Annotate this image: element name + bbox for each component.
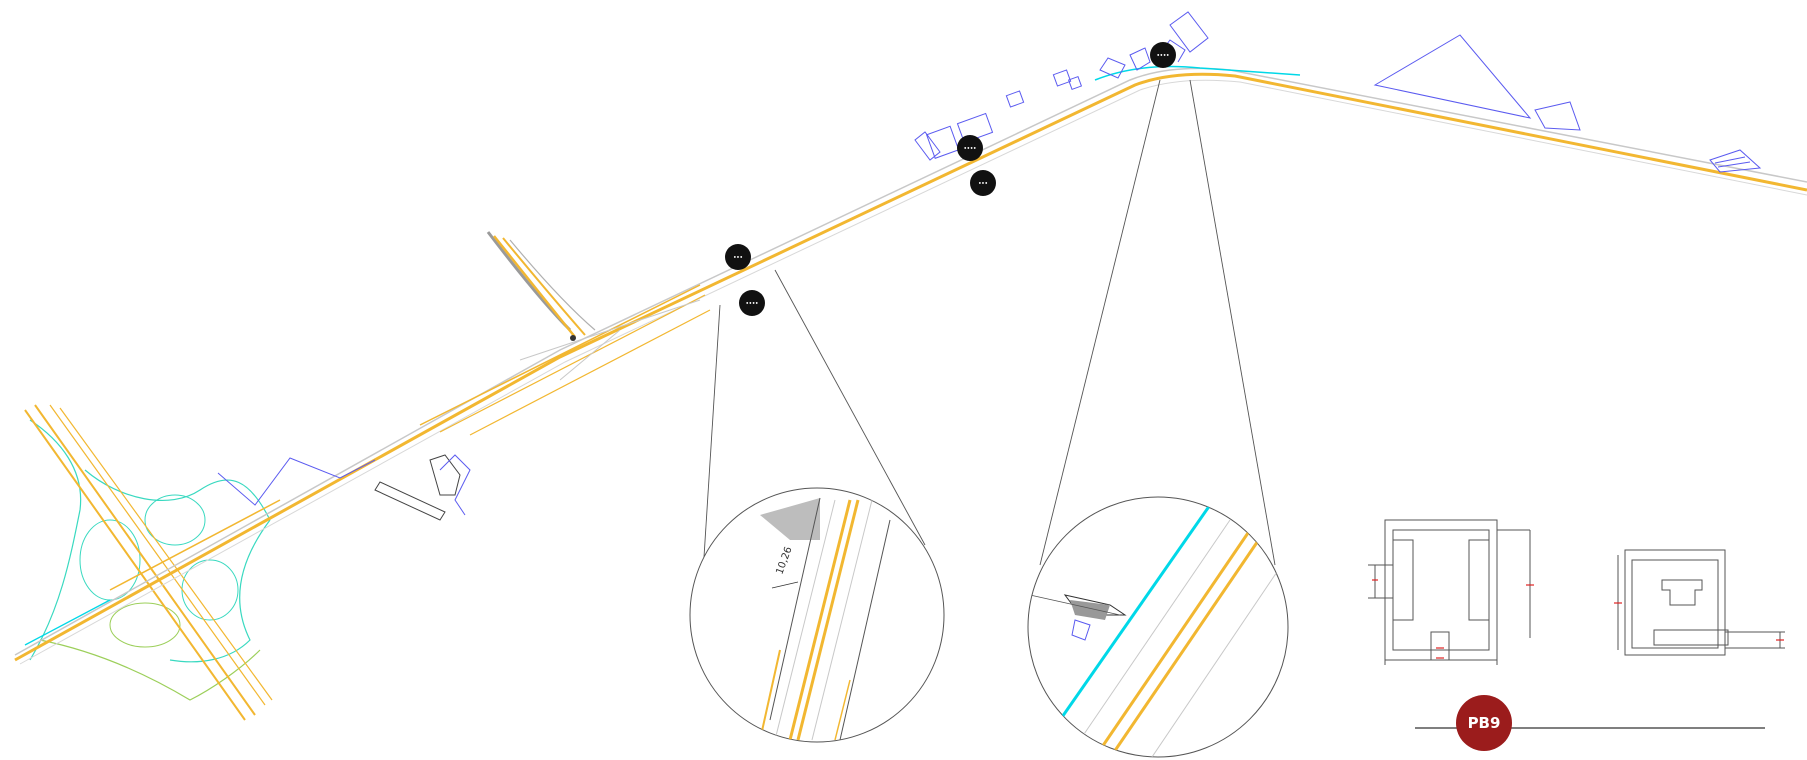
marker-2-label: ••••: [746, 301, 759, 307]
main-road: [14, 65, 1807, 665]
detail-left-edge-2: [839, 519, 891, 741]
marker-5[interactable]: ••••: [1150, 42, 1176, 68]
crossing-highway-c: [49, 404, 266, 706]
detail-left-edge-1: [769, 497, 821, 721]
detail-left-road-gray-1: [774, 499, 836, 741]
marker-1[interactable]: •••: [725, 244, 751, 270]
junction-lane-1: [419, 284, 701, 426]
detail-left-yellow-east: [834, 679, 851, 741]
building-2: [956, 112, 994, 144]
detail-right-edge: [1029, 594, 1121, 616]
marker-3[interactable]: ••••: [957, 135, 983, 161]
detail-circle-left: 10,26: [689, 487, 945, 743]
building-4: [1005, 90, 1025, 108]
detail-circle-right: [1027, 496, 1289, 758]
interchange-clover-4: [109, 602, 181, 648]
sheet-badge: PB9: [1415, 695, 1765, 751]
building-14: [1714, 156, 1751, 168]
building-7: [1099, 57, 1126, 79]
interchange: [24, 404, 273, 721]
road-cyan-edge-curve: [1094, 65, 1301, 81]
junction: [419, 231, 711, 436]
building-6: [1067, 75, 1083, 91]
small-structures: [217, 454, 471, 521]
interchange-loop-top: [84, 469, 271, 521]
building-3: [914, 131, 941, 161]
road-edge-gray-lower: [19, 79, 1807, 665]
crossing-highway-b: [34, 404, 256, 716]
leader-right-2: [1189, 79, 1276, 566]
side-road-yellow-2: [502, 237, 586, 336]
crossing-highway-a: [24, 409, 246, 721]
building-10: [1169, 11, 1209, 53]
detail-left-road-yellow-2: [796, 499, 860, 741]
building-11: [1373, 34, 1532, 119]
section-drawing-1: [1368, 519, 1531, 665]
buildings: [914, 11, 1762, 173]
structure-blue: [439, 454, 471, 516]
building-1: [925, 125, 960, 159]
detail-left-yellow-west: [759, 649, 781, 741]
structure-1: [374, 481, 446, 521]
section-dimensions-2: [1614, 602, 1784, 641]
leader-right-1: [1039, 79, 1161, 566]
junction-lane-3: [469, 309, 711, 436]
detail-right-gray-1: [1079, 519, 1231, 741]
section-drawing-2: [1617, 549, 1785, 656]
boundary-line-west: [217, 457, 376, 506]
structure-2: [429, 454, 461, 496]
detail-right-blue: [1071, 619, 1091, 641]
junction-lane-5: [559, 329, 621, 381]
crossing-highway-d: [59, 407, 273, 701]
marker-1-label: •••: [733, 255, 743, 261]
building-13: [1709, 149, 1762, 173]
detail-right-hatch: [1070, 600, 1110, 620]
building-5: [1052, 69, 1072, 87]
junction-node: [570, 335, 576, 341]
building-8: [1129, 47, 1151, 71]
marker-5-label: ••••: [1157, 53, 1170, 59]
building-12: [1534, 101, 1581, 131]
interchange-clover-2: [144, 494, 206, 546]
interchange-loop-bottom: [39, 639, 261, 701]
road-yellow-lane-west: [109, 499, 281, 591]
junction-lane-2: [439, 294, 706, 433]
detail-left-hatch: [760, 498, 820, 540]
leader-left-2: [774, 269, 926, 546]
detail-right-gray-2: [1149, 559, 1286, 757]
side-road-yellow-1: [493, 235, 576, 338]
junction-lane-4: [519, 299, 701, 361]
detail-right-yellow-2: [1110, 534, 1264, 756]
detail-right-yellow-1: [1098, 529, 1252, 751]
badge-circle: [1456, 695, 1512, 751]
detail-left-road-gray-2: [811, 499, 873, 741]
side-road-gray-2: [509, 239, 596, 331]
badge-label: PB9: [1468, 714, 1501, 732]
road-centerline-yellow: [14, 72, 1807, 662]
interchange-loop-right: [169, 519, 271, 663]
marker-3-label: ••••: [964, 146, 977, 152]
detail-left-dim-line: [771, 581, 799, 589]
interchange-loop-left: [29, 419, 82, 661]
location-markers: ••• •••• •••• ••• ••••: [725, 42, 1176, 316]
road-cyan-edge-west: [24, 599, 111, 646]
detail-right-cyan: [1058, 504, 1212, 721]
marker-2[interactable]: ••••: [739, 290, 765, 316]
marker-4[interactable]: •••: [970, 170, 996, 196]
marker-4-label: •••: [978, 181, 988, 187]
interchange-clover-3: [181, 559, 239, 621]
detail-left-road-yellow-1: [788, 499, 852, 741]
section-dimensions-1: [1372, 579, 1534, 659]
